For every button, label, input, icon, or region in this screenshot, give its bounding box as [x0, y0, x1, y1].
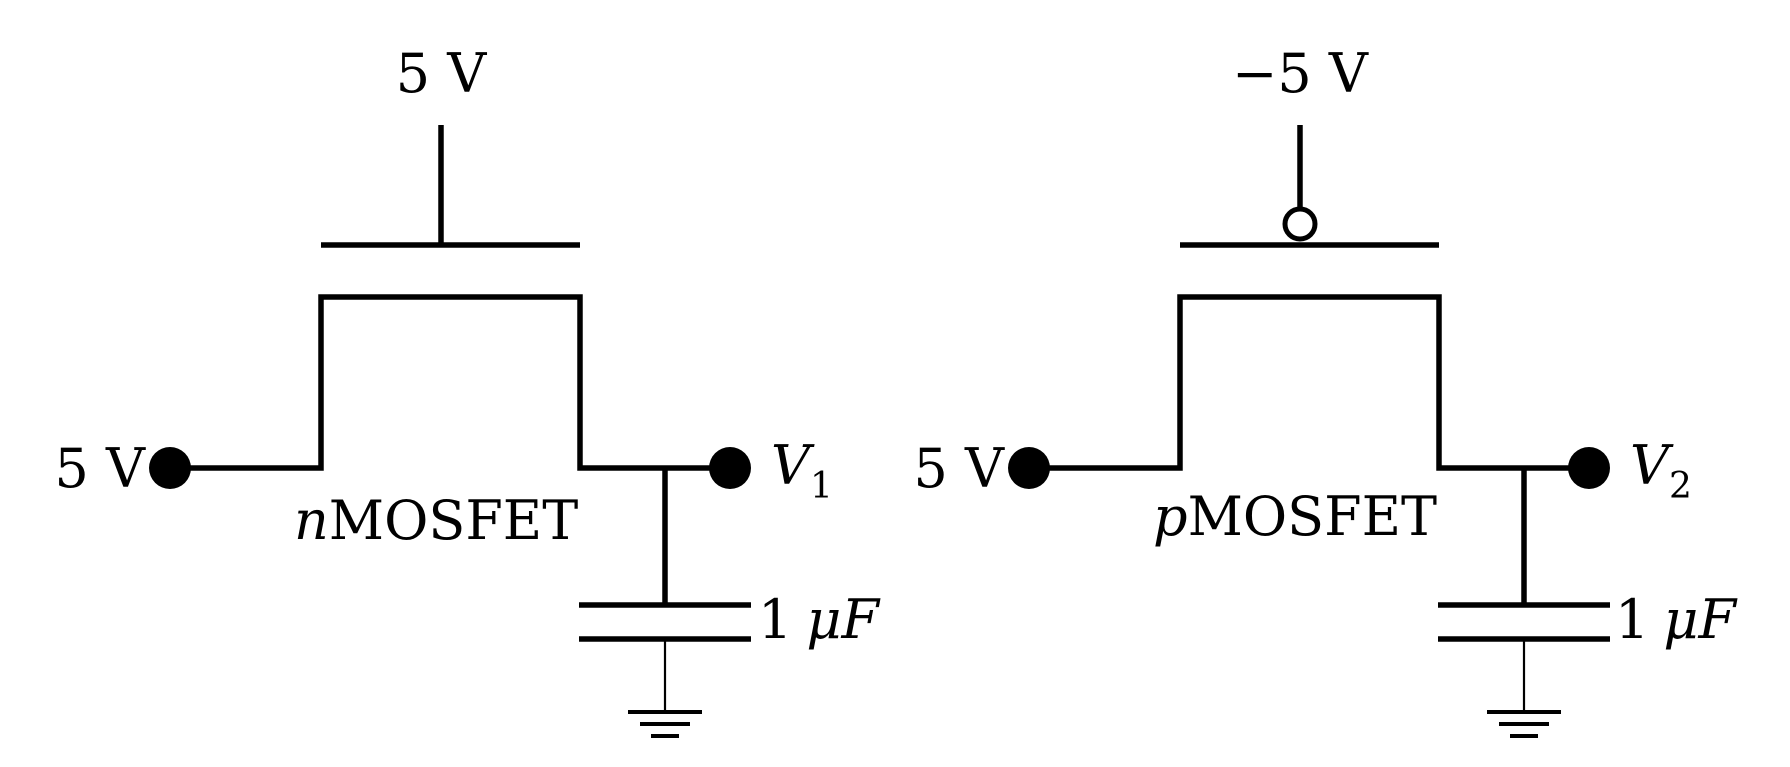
output-subscript: 2 — [1669, 466, 1692, 507]
transistor-type-prefix: p — [1153, 485, 1188, 548]
ground-icon — [628, 710, 702, 738]
output-label: V1 — [771, 434, 833, 507]
gate-voltage-label: −5 V — [1232, 42, 1369, 105]
source-voltage-label: 5 V — [54, 437, 146, 500]
channel-wire — [1029, 294, 1589, 471]
source-voltage-label: 5 V — [913, 437, 1005, 500]
transistor-type-suffix: MOSFET — [329, 489, 578, 552]
output-subscript: 1 — [810, 466, 833, 507]
channel-wire — [170, 294, 730, 471]
output-symbol: V — [771, 434, 815, 497]
output-terminal — [709, 447, 751, 489]
ground-icon — [1487, 710, 1561, 738]
capacitor-value: 1 — [758, 588, 792, 651]
output-terminal — [1568, 447, 1610, 489]
capacitor-unit: μF — [806, 588, 881, 651]
transistor-label: pMOSFET — [1153, 485, 1437, 548]
transistor-type-suffix: MOSFET — [1188, 485, 1437, 548]
capacitor-unit: μF — [1663, 588, 1738, 651]
transistor-label: nMOSFET — [294, 489, 578, 552]
gate-voltage-label: 5 V — [396, 42, 488, 105]
capacitor-value: 1 — [1615, 588, 1649, 651]
source-terminal — [1008, 447, 1050, 489]
source-terminal — [149, 447, 191, 489]
transistor-type-prefix: n — [294, 489, 329, 552]
gate-inversion-bubble-icon — [1282, 206, 1318, 242]
output-symbol: V — [1630, 434, 1674, 497]
output-label: V2 — [1630, 434, 1692, 507]
